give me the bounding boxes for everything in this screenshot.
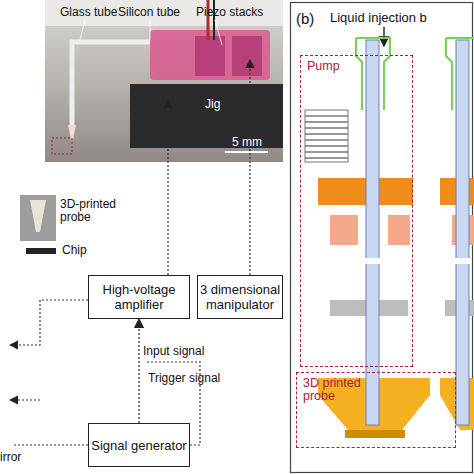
text-label: 5 mm: [232, 136, 272, 149]
text-label: 3D-printed probe: [60, 198, 130, 224]
process-box: High-voltage amplifier: [88, 275, 190, 319]
text-label: irror: [0, 451, 40, 464]
node-label: Signal generator: [91, 438, 186, 453]
edge-label: Input signal: [143, 345, 233, 358]
node-label: 3D printed probe: [303, 377, 365, 403]
process-box: 3 dimensional manipulator: [197, 275, 283, 319]
scale-bar: [225, 151, 268, 153]
glass-tube: [72, 42, 150, 128]
dashed-group: Pump: [300, 55, 413, 367]
jig: [130, 84, 283, 148]
text-label: Chip: [62, 244, 102, 257]
striped-block: [305, 110, 348, 162]
probe-photo: [20, 195, 56, 241]
node-label: High-voltage amplifier: [89, 282, 189, 312]
signal-connector: [138, 319, 139, 423]
text-label: Silicon tube: [118, 6, 198, 19]
text-label: Piezo stacks: [196, 6, 276, 19]
text-label: Liquid injection b: [330, 10, 474, 25]
nozzle: [356, 38, 474, 110]
pink-chamber: [150, 30, 270, 80]
chip: [26, 248, 56, 254]
dashed-group: 3D printed probe: [296, 372, 456, 448]
tubes: [365, 40, 470, 425]
photo: [45, 0, 283, 162]
node-label: 3 dimensional manipulator: [198, 282, 282, 312]
node-label: Pump: [307, 60, 340, 73]
process-box: Signal generator: [88, 423, 190, 467]
text-label: Jig: [205, 98, 245, 111]
text-label: (b): [296, 10, 326, 27]
text-label: Trigger signal: [148, 372, 238, 385]
